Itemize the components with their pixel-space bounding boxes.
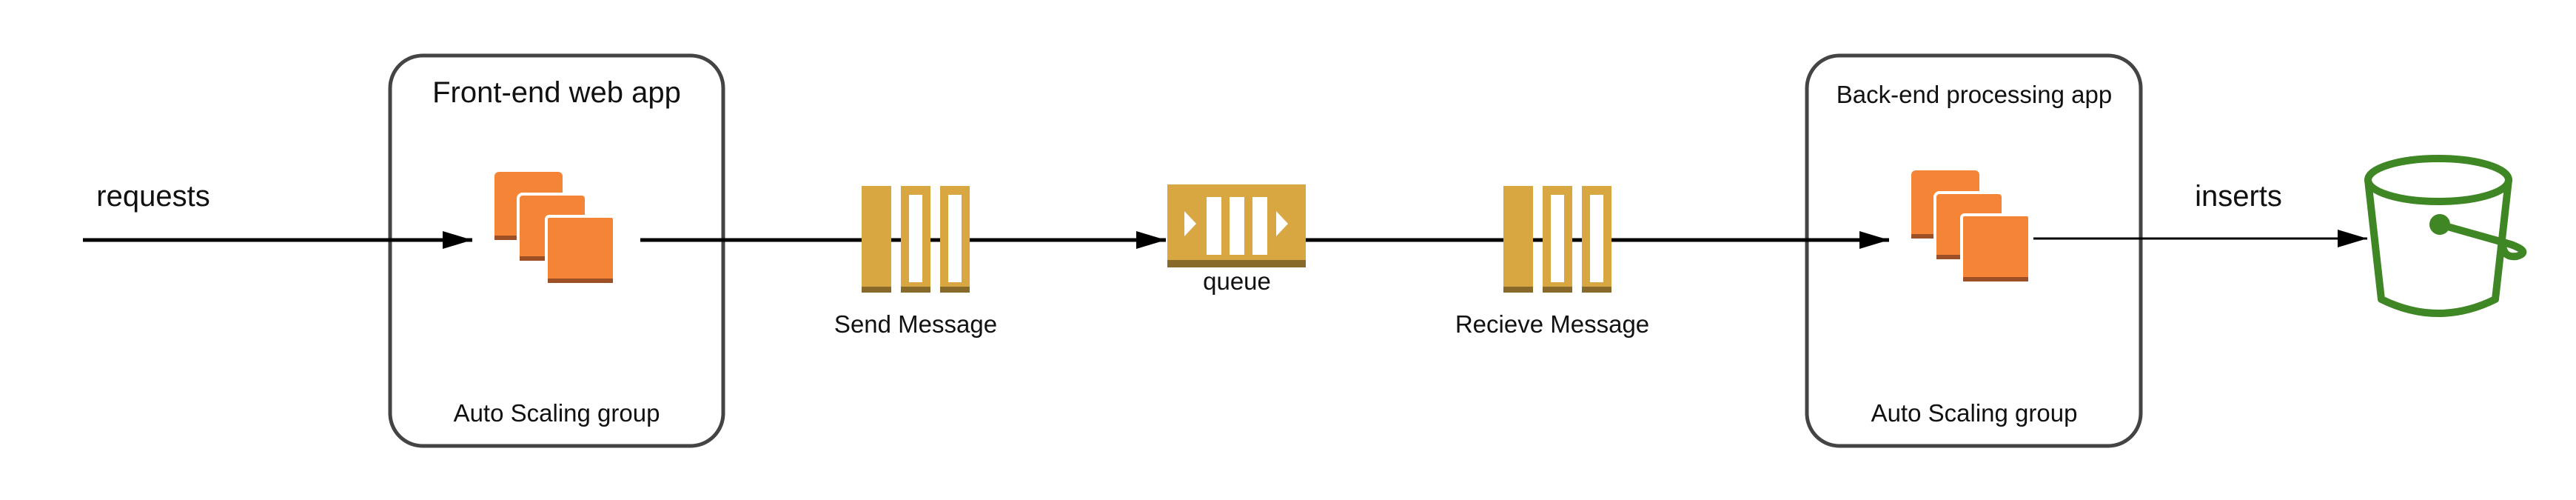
frontend-group-subtitle: Auto Scaling group: [453, 399, 660, 427]
backend-group-box: [1805, 53, 2143, 448]
send-message-label: Send Message: [833, 310, 998, 338]
frontend-group-title: Front-end web app: [432, 76, 681, 109]
s3-bucket-icon: [2364, 155, 2527, 317]
frontend-group-box: [388, 53, 725, 448]
requests-label: requests: [96, 180, 210, 213]
backend-ec2-instances-icon: [1911, 170, 2031, 284]
queue-label: queue: [1203, 267, 1271, 295]
send-message-icon: [862, 186, 970, 293]
sqs-queue-icon: [1167, 184, 1306, 267]
receive-message-icon: [1503, 186, 1611, 293]
backend-group-subtitle: Auto Scaling group: [1871, 399, 2078, 427]
inserts-label: inserts: [2195, 180, 2282, 213]
receive-message-label: Recieve Message: [1455, 310, 1650, 338]
backend-group-title: Back-end processing app: [1836, 81, 2113, 108]
frontend-ec2-instances-icon: [494, 172, 616, 286]
